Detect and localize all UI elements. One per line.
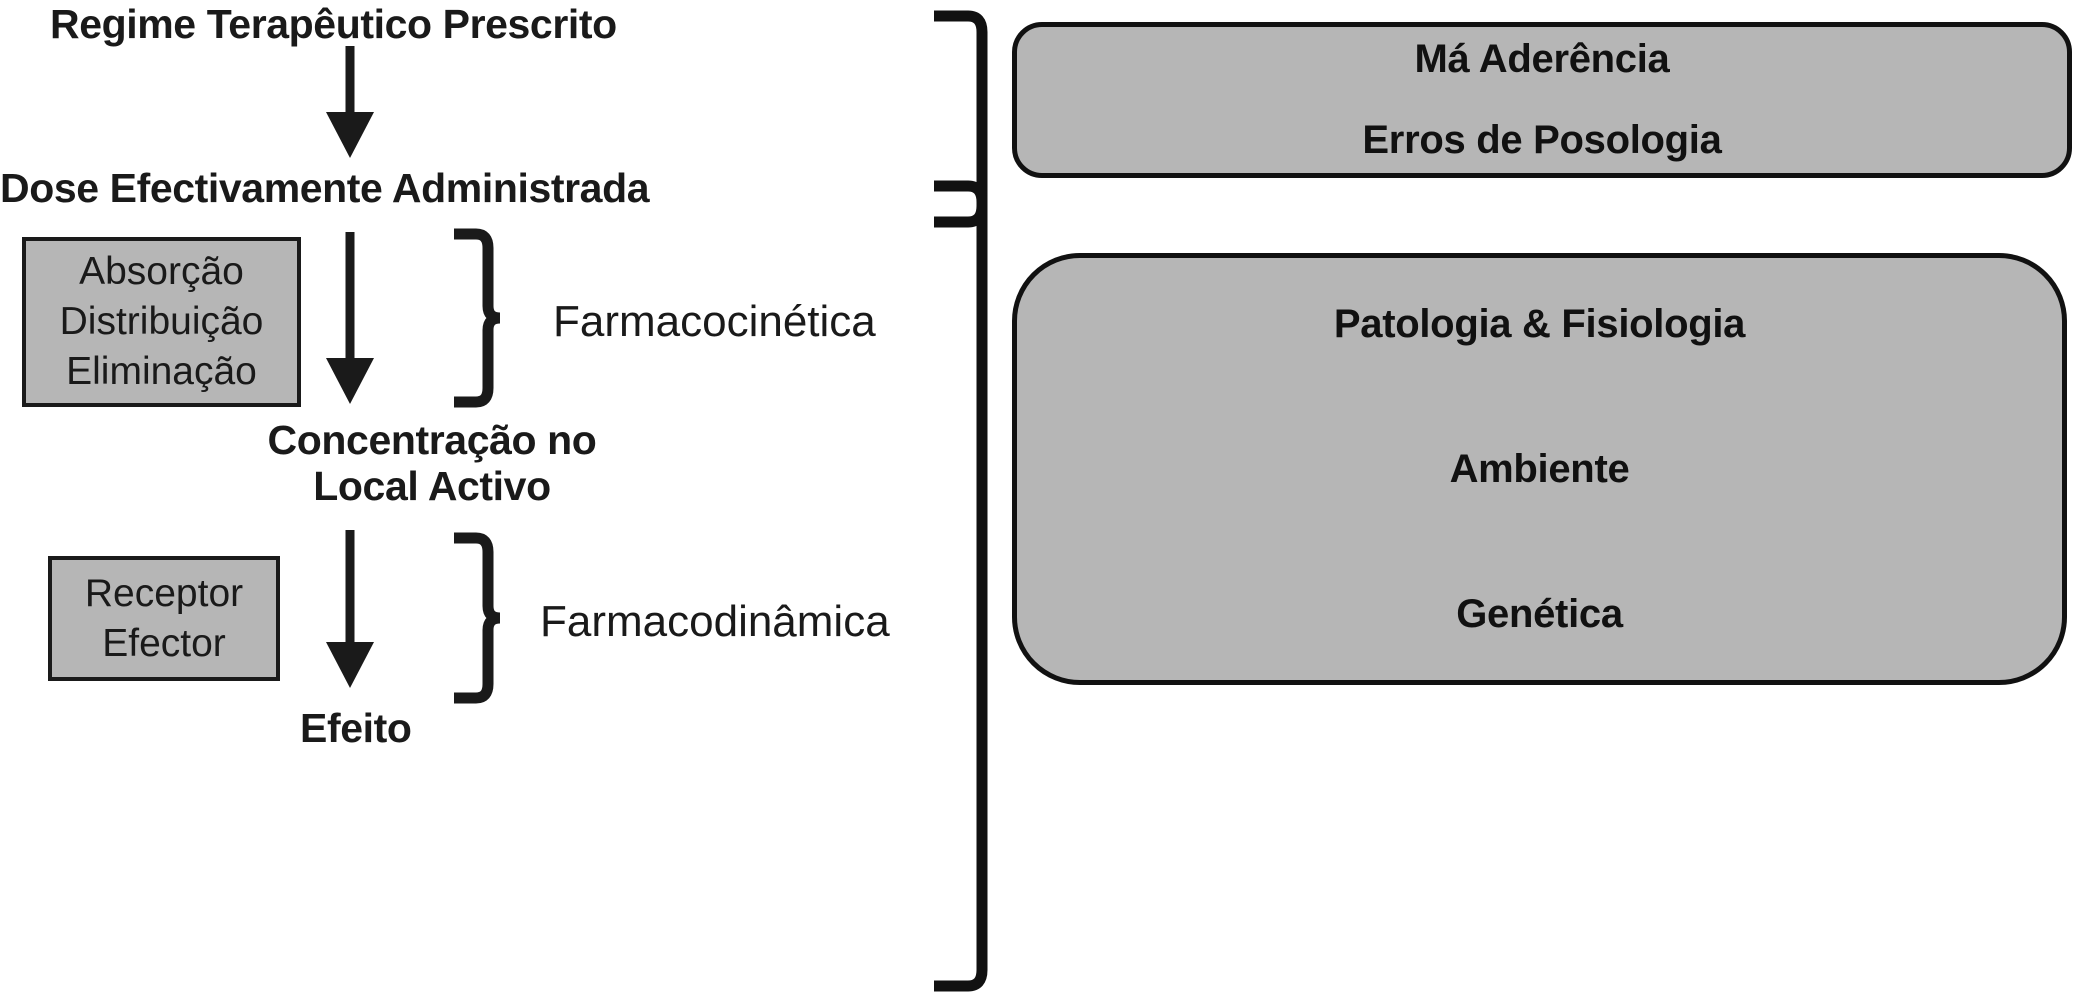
flow-step-effect: Efeito bbox=[300, 705, 412, 751]
arrow-concentration-to-effect bbox=[326, 530, 374, 688]
bracket-adherence-group bbox=[928, 8, 998, 230]
pk-process-line: Absorção bbox=[79, 250, 244, 294]
bracket-pharmacokinetics bbox=[448, 228, 508, 408]
flow-step-prescribed-regimen: Regime Terapêutico Prescrito bbox=[50, 1, 617, 47]
host-factor-line: Patologia & Fisiologia bbox=[1333, 301, 1746, 346]
bracket-host-factors-group bbox=[928, 178, 998, 1002]
panel-host-factors: Patologia & Fisiologia Ambiente Genética bbox=[1012, 253, 2067, 685]
pd-target-line: Receptor bbox=[84, 571, 244, 615]
pd-target-line: Efector bbox=[102, 621, 226, 665]
flow-step-concentration-line2: Local Activo bbox=[313, 463, 551, 509]
pk-process-line: Eliminação bbox=[66, 349, 257, 393]
flow-step-concentration-line1: Concentração no bbox=[267, 417, 597, 463]
label-pharmacokinetics: Farmacocinética bbox=[553, 297, 876, 346]
host-factor-line: Genética bbox=[1456, 591, 1623, 636]
host-factor-line: Ambiente bbox=[1449, 446, 1630, 491]
bracket-pharmacodynamics bbox=[448, 532, 508, 704]
adherence-line: Má Aderência bbox=[1414, 37, 1670, 81]
arrow-dose-to-concentration bbox=[326, 232, 374, 404]
pk-process-line: Distribuição bbox=[59, 300, 264, 344]
adherence-line: Erros de Posologia bbox=[1362, 118, 1722, 162]
box-pharmacokinetic-processes: Absorção Distribuição Eliminação bbox=[22, 237, 301, 407]
panel-adherence: Má Aderência Erros de Posologia bbox=[1012, 22, 2072, 178]
box-pharmacodynamic-targets: Receptor Efector bbox=[48, 556, 280, 681]
flow-step-administered-dose: Dose Efectivamente Administrada bbox=[0, 165, 650, 211]
arrow-regimen-to-dose bbox=[326, 46, 374, 158]
label-pharmacodynamics: Farmacodinâmica bbox=[540, 597, 890, 646]
